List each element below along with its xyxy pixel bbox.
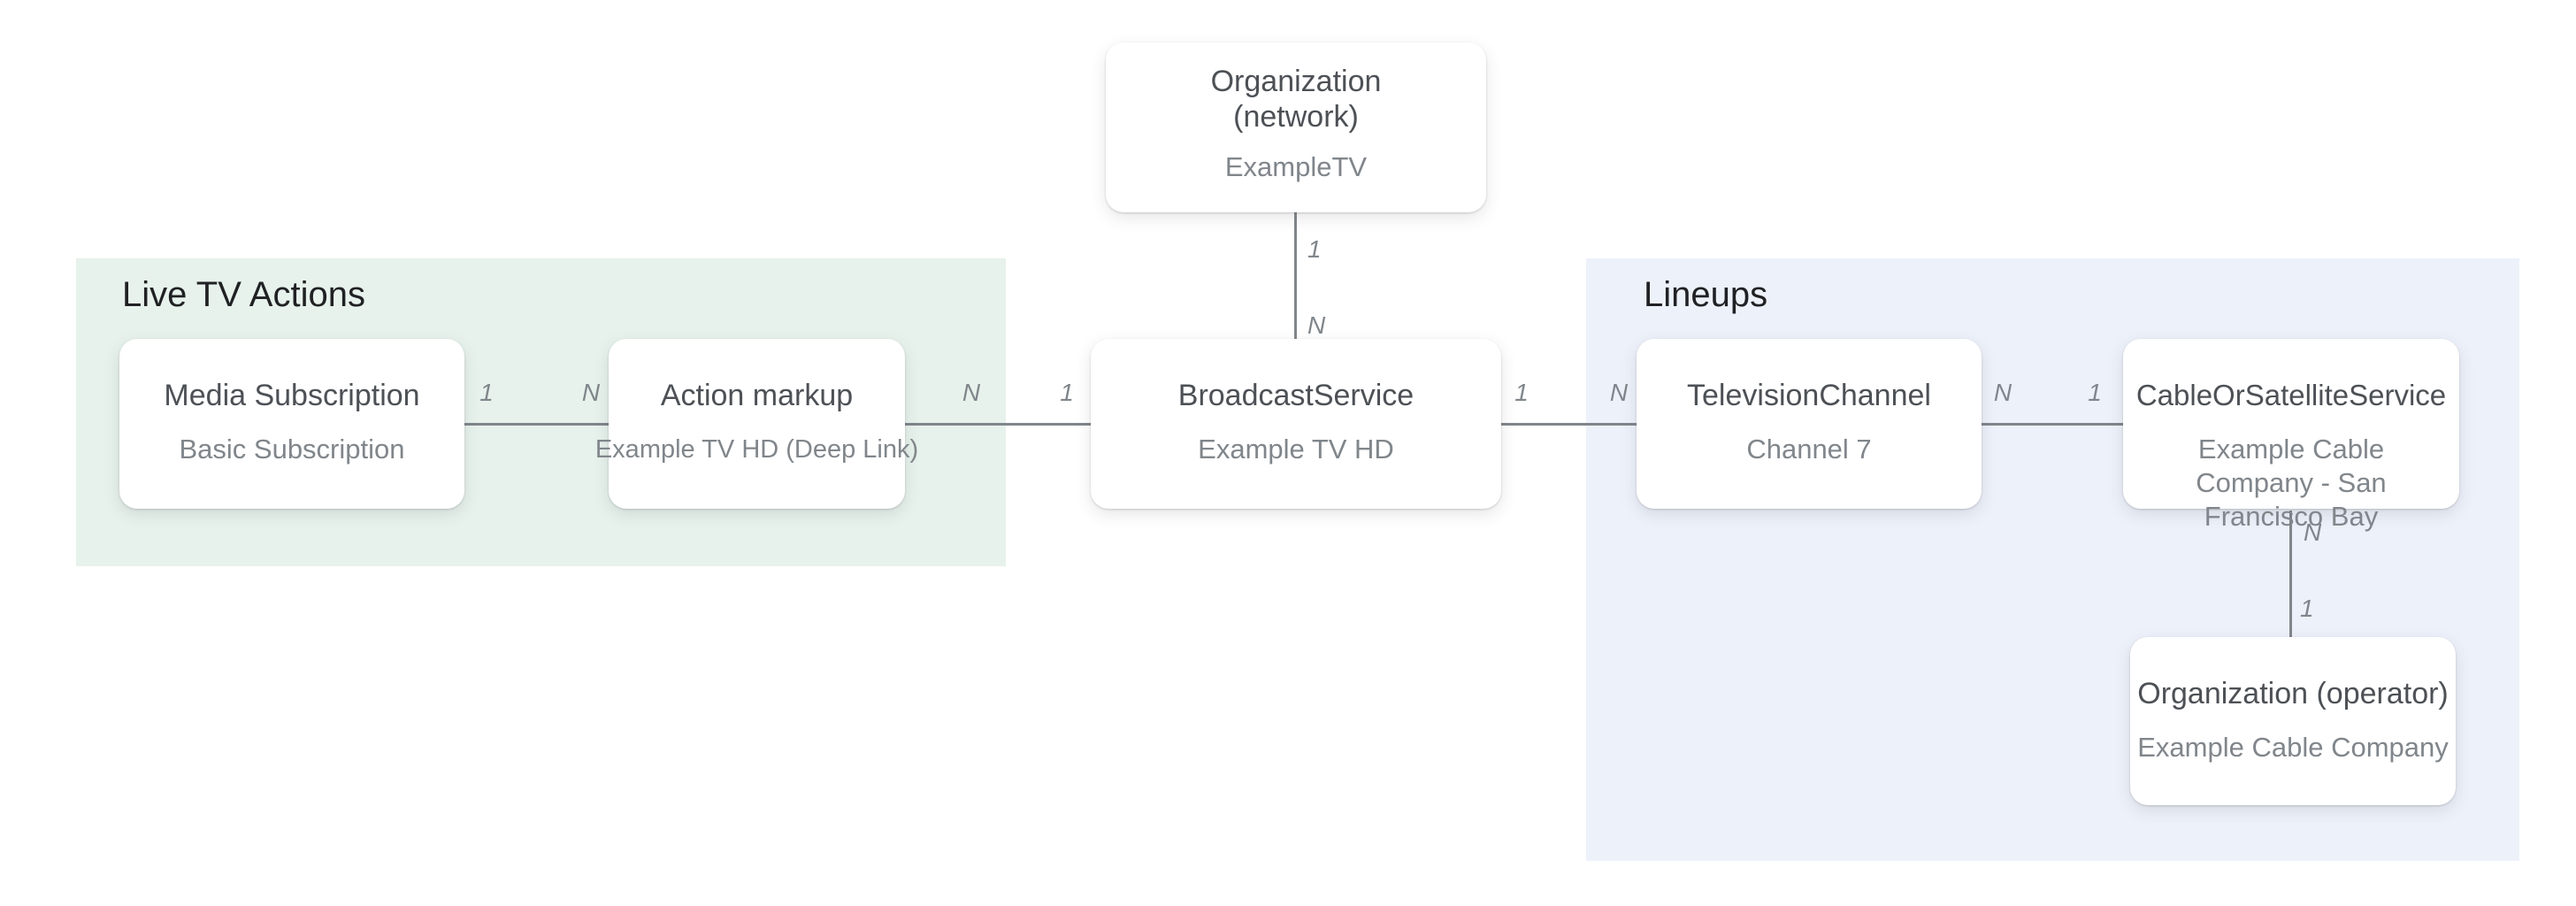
lineups-heading: Lineups bbox=[1644, 275, 1768, 314]
edge-network-broadcast-line bbox=[1294, 212, 1297, 339]
node-organization-operator: Organization (operator) Example Cable Co… bbox=[2130, 637, 2456, 805]
cardinality-label: 1 bbox=[1060, 379, 1074, 406]
edge-cable-operator-line bbox=[2289, 511, 2292, 637]
node-title: Action markup bbox=[660, 379, 854, 412]
cardinality-label: 1 bbox=[1307, 235, 1322, 263]
node-title: Organization (operator) bbox=[2137, 677, 2449, 710]
edge-channel-cable-line bbox=[1982, 423, 2123, 426]
node-cable-or-satellite-service: CableOrSatelliteService Example Cable Co… bbox=[2123, 339, 2459, 532]
node-title: TelevisionChannel bbox=[1687, 379, 1931, 412]
cardinality-label: N bbox=[1307, 311, 1326, 339]
cardinality-label: 1 bbox=[2300, 595, 2314, 622]
node-subtitle: Example TV HD bbox=[1198, 434, 1394, 465]
node-subtitle: Channel 7 bbox=[1746, 434, 1872, 465]
node-subtitle: Example Cable Company - San Francisco Ba… bbox=[2196, 434, 2387, 532]
cardinality-label: N bbox=[1993, 379, 2012, 406]
node-title: CableOrSatelliteService bbox=[2135, 379, 2447, 411]
node-subtitle: ExampleTV bbox=[1224, 151, 1368, 182]
node-subtitle: Basic Subscription bbox=[179, 434, 405, 465]
cardinality-label: 1 bbox=[479, 379, 494, 406]
node-subtitle: Example TV HD (Deep Link) bbox=[594, 435, 919, 464]
node-television-channel: TelevisionChannel Channel 7 bbox=[1637, 339, 1982, 509]
node-title: BroadcastService bbox=[1177, 379, 1414, 412]
node-action-markup: Action markup Example TV HD (Deep Link) bbox=[595, 339, 918, 509]
live-tv-actions-heading: Live TV Actions bbox=[122, 275, 365, 314]
node-organization-network: Organization (network) ExampleTV bbox=[1106, 42, 1486, 212]
cardinality-label: N bbox=[2304, 518, 2322, 546]
cardinality-label: 1 bbox=[1514, 379, 1529, 406]
node-title: Organization (network) bbox=[1210, 65, 1382, 134]
node-broadcast-service: BroadcastService Example TV HD bbox=[1091, 339, 1501, 509]
cardinality-label: N bbox=[962, 379, 981, 406]
edge-broadcast-channel-line bbox=[1501, 423, 1637, 426]
edge-media-action-line bbox=[464, 423, 609, 426]
cardinality-label: N bbox=[1609, 379, 1629, 406]
node-media-subscription: Media Subscription Basic Subscription bbox=[119, 339, 464, 509]
node-subtitle: Example Cable Company bbox=[2137, 732, 2449, 763]
node-title: Media Subscription bbox=[164, 379, 420, 412]
cardinality-label: N bbox=[581, 379, 601, 406]
cardinality-label: 1 bbox=[2088, 379, 2102, 406]
edge-action-broadcast-line bbox=[905, 423, 1091, 426]
